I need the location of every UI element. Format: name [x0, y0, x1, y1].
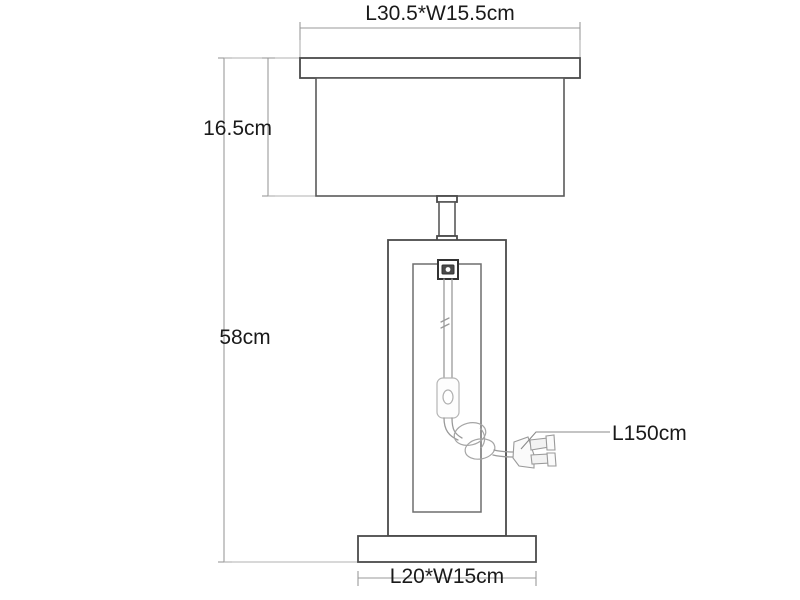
bulb-socket [437, 259, 459, 280]
cord-to-plug-b [492, 454, 515, 458]
cord-break-marks [440, 317, 450, 329]
power-plug [512, 434, 557, 469]
cord-to-coil-b [451, 417, 463, 439]
cord-loop-upper [453, 422, 487, 446]
dimension-shade-width [299, 22, 581, 62]
plug-prong-tip-upper [545, 434, 556, 451]
cord-length-leader-line [520, 431, 610, 450]
cord-to-plug [493, 449, 515, 453]
lamp-shade-body [315, 77, 565, 197]
cord-loop-cross [479, 427, 486, 449]
lamp-shade [299, 57, 581, 197]
lamp-neck [436, 195, 458, 243]
cord-length-leader [520, 431, 610, 450]
plug-prong-tip-lower [546, 452, 557, 467]
inline-switch [436, 377, 460, 419]
shade-height-label: 16.5cm [203, 117, 272, 140]
shade-width-label: L30.5*W15.5cm [365, 2, 514, 25]
cord-length-label: L150cm [612, 422, 687, 445]
cord-loop-lower [464, 438, 496, 460]
switch-button [442, 389, 454, 405]
cord-coil [443, 417, 515, 460]
plug-body [512, 436, 535, 469]
dimension-shade-height [262, 57, 318, 197]
base-width-label: L20*W15cm [390, 565, 504, 588]
lamp-shade-top-cap [299, 57, 581, 79]
cord-to-coil-a [443, 417, 459, 441]
power-cord [440, 278, 453, 379]
total-height-label: 58cm [219, 326, 270, 349]
neck-top-collar [436, 195, 458, 203]
socket-screw [445, 267, 451, 272]
lamp-base-plate [357, 535, 537, 563]
neck-stem [438, 201, 456, 237]
lamp-base [357, 535, 537, 563]
dimension-base-width [357, 571, 537, 586]
